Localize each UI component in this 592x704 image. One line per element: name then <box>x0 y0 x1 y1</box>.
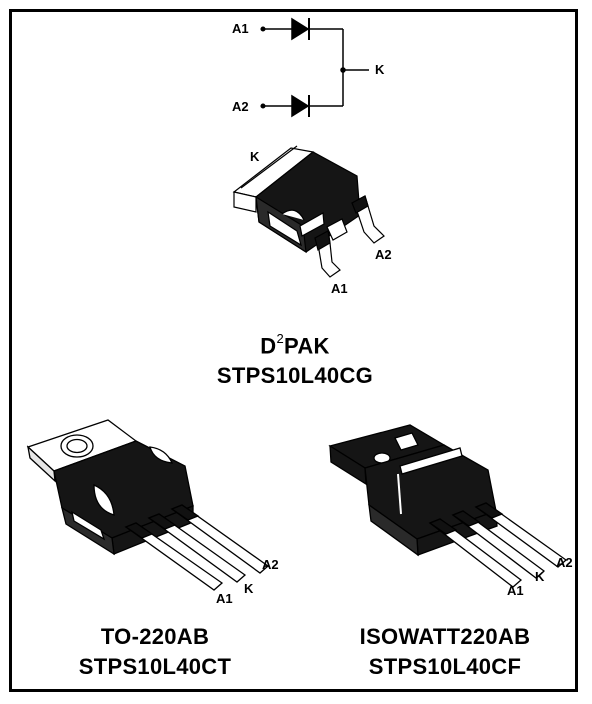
to220ab-part-number: STPS10L40CT <box>78 654 232 679</box>
diode-1-symbol <box>291 17 310 41</box>
d2pak-name-rest: PAK <box>284 333 330 359</box>
isowatt220ab-package <box>328 424 568 588</box>
d2pak-name-main: D <box>260 333 277 359</box>
to220ab-pin-k: K <box>244 581 254 596</box>
d2pak-package-name: D2PAK <box>200 326 390 361</box>
d2pak-pin-a1: A1 <box>331 281 348 296</box>
isowatt-package-name: ISOWATT220AB <box>359 624 531 649</box>
isowatt-pin-a2: A2 <box>556 555 573 570</box>
d2pak-pin-a2: A2 <box>375 247 392 262</box>
to220ab-pin-a1: A1 <box>216 591 233 606</box>
diode-2-symbol <box>291 94 310 118</box>
isowatt-pin-a1: A1 <box>507 583 524 598</box>
dual-diode-schematic <box>260 17 369 118</box>
to220ab-package <box>26 419 270 591</box>
d2pak-part-number: STPS10L40CG <box>216 363 374 389</box>
schematic-pin-a2: A2 <box>232 99 249 114</box>
schematic-pin-a1: A1 <box>232 21 249 36</box>
isowatt-caption: ISOWATT220AB STPS10L40CF <box>330 622 560 682</box>
figure-frame <box>9 9 578 692</box>
d2pak-package <box>232 145 385 278</box>
to220ab-caption: TO-220AB STPS10L40CT <box>40 622 270 682</box>
d2pak-pin-k: K <box>250 149 260 164</box>
d2pak-name-superscript: 2 <box>276 331 284 346</box>
isowatt-part-number: STPS10L40CF <box>368 654 522 679</box>
d2pak-caption: D2PAK STPS10L40CG <box>200 326 390 391</box>
to220ab-package-name: TO-220AB <box>100 624 210 649</box>
to220ab-pin-a2: A2 <box>262 557 279 572</box>
isowatt-pin-k: K <box>535 569 545 584</box>
schematic-pin-k: K <box>375 62 385 77</box>
